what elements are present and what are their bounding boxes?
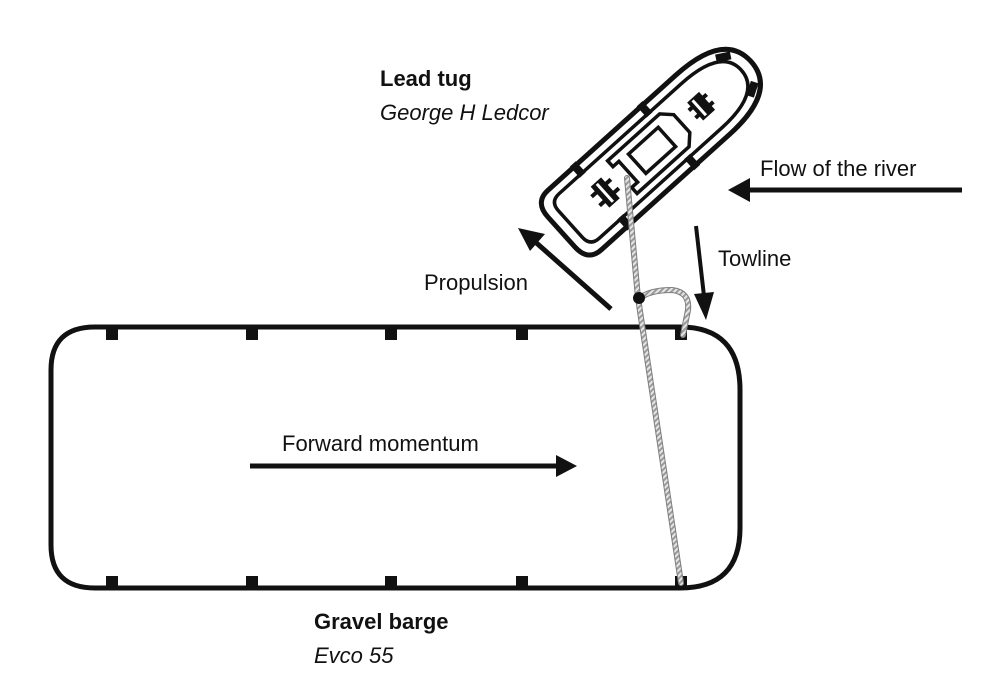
bollard <box>516 576 528 588</box>
barge-role-label: Gravel barge <box>314 609 449 634</box>
tug-role-label: Lead tug <box>380 66 472 91</box>
arrow-forward-momentum <box>250 455 577 477</box>
tug-fenders <box>569 51 759 231</box>
arrow-towline <box>694 225 714 320</box>
bollard <box>246 576 258 588</box>
propulsion-label: Propulsion <box>424 270 528 295</box>
bollard <box>106 327 118 340</box>
lead-tug <box>538 46 763 258</box>
arrow-flow <box>728 178 962 202</box>
tug-hull-inner <box>552 59 750 244</box>
tug-bow-bitt <box>687 91 716 121</box>
towline-label: Towline <box>718 246 792 271</box>
towline-knot <box>633 292 645 304</box>
flow-label: Flow of the river <box>760 156 917 181</box>
barge-hull <box>48 324 743 591</box>
arrow-propulsion <box>518 228 613 311</box>
bollard <box>246 327 258 340</box>
tug-wheelhouse <box>626 124 679 176</box>
barge-name-label: Evco 55 <box>314 643 394 668</box>
bollard <box>516 327 528 340</box>
bollard <box>385 327 397 340</box>
tug-deckhouse <box>605 112 692 196</box>
gravel-barge <box>48 324 743 591</box>
tug-name-label: George H Ledcor <box>380 100 549 125</box>
momentum-label: Forward momentum <box>282 431 479 456</box>
bollard <box>106 576 118 588</box>
tug-stern-winch <box>590 177 621 208</box>
bollard <box>385 576 397 588</box>
towline-rope <box>624 175 692 586</box>
